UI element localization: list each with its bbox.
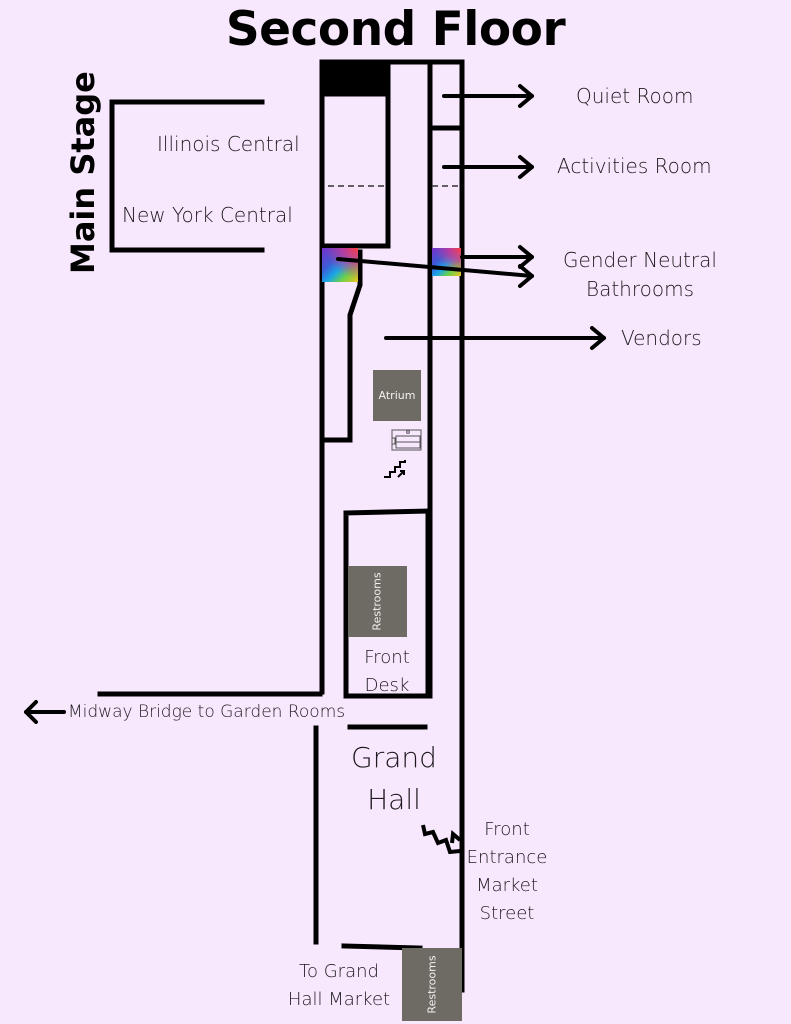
front-entrance-stairs-icon [421, 824, 462, 855]
arrow-quiet-room [442, 84, 534, 108]
atrium-box: Atrium [373, 370, 421, 421]
front-entrance-line4: Street [479, 903, 535, 924]
arrow-left-icon [24, 700, 66, 724]
arrow-gn-bathroom-left [336, 257, 534, 288]
restrooms-upper-box: Restrooms [348, 566, 407, 637]
new-york-central-label: New York Central [122, 203, 293, 227]
illinois-central-label: Illinois Central [157, 132, 300, 156]
midway-bridge-label: Midway Bridge to Garden Rooms [68, 702, 346, 722]
page-title: Second Floor [225, 2, 566, 57]
front-entrance-line3: Market [476, 875, 538, 896]
front-desk-label: Front Desk [347, 644, 427, 700]
grand-hall-market-label: To Grand Hall Market [278, 958, 400, 1014]
grand-hall-line2: Hall [367, 783, 421, 816]
front-entrance-line2: Entrance [466, 847, 548, 868]
front-entrance-label: Front Entrance Market Street [462, 816, 552, 928]
vendors-label: Vendors [621, 326, 702, 350]
arrow-gn-bathroom-right [460, 245, 534, 269]
front-entrance-line1: Front [484, 819, 530, 840]
gn-line1: Gender Neutral [563, 248, 717, 272]
main-stage-label: Main Stage [64, 71, 102, 274]
front-desk-line2: Desk [364, 675, 410, 696]
grand-hall-market-line1: To Grand [299, 961, 379, 982]
gn-line2: Bathrooms [585, 277, 695, 301]
activities-room-label: Activities Room [557, 154, 712, 178]
restrooms-lower-label: Restrooms [425, 955, 439, 1014]
arrow-activities-room [442, 155, 534, 179]
grand-hall-label: Grand Hall [334, 737, 454, 821]
stage-backroom [319, 59, 391, 97]
elevator-icon [391, 429, 422, 451]
restrooms-upper-label: Restrooms [371, 572, 384, 631]
gender-neutral-bathrooms-label: Gender Neutral Bathrooms [550, 246, 730, 304]
front-desk-line1: Front [364, 647, 410, 668]
quiet-room-label: Quiet Room [576, 84, 694, 108]
grand-hall-line1: Grand [351, 741, 437, 774]
grand-hall-market-line2: Hall Market [287, 989, 391, 1010]
restrooms-lower-box: Restrooms [402, 948, 462, 1021]
main-stage-wall [109, 99, 265, 253]
arrow-vendors [384, 326, 606, 350]
stairs-up-icon [384, 460, 406, 478]
atrium-label: Atrium [378, 389, 416, 402]
walls [97, 59, 465, 993]
arrows [24, 84, 606, 724]
